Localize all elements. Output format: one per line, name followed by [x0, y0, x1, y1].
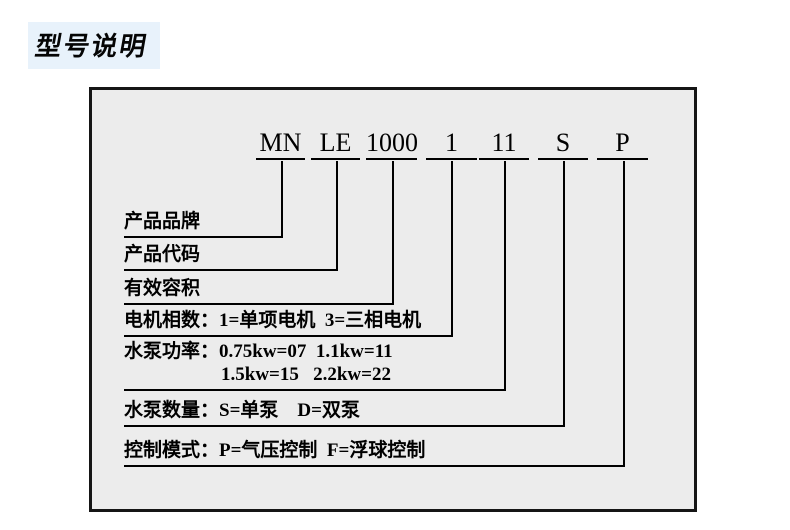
- model-segment-code: LE: [311, 127, 360, 160]
- connector-line-phase: [451, 161, 453, 337]
- label-pump-count: 水泵数量：S=单泵 D=双泵: [124, 400, 360, 421]
- model-segment-power: 11: [479, 127, 529, 160]
- connector-line-control: [623, 161, 625, 467]
- connector-line-pump-count: [563, 161, 565, 427]
- section-title-text: 型号说明: [33, 31, 151, 61]
- label-power-line2: 1.5kw=15 2.2kw=22: [221, 364, 391, 385]
- label-volume: 有效容积: [124, 278, 201, 299]
- connector-line-volume: [392, 161, 394, 305]
- model-segment-brand: MN: [256, 127, 305, 160]
- label-row-power: 水泵功率：0.75kw=07 1.1kw=11 1.5kw=15 2.2kw=2…: [124, 340, 506, 391]
- model-segment-volume: 1000: [366, 127, 418, 160]
- label-row-control: 控制模式：P=气压控制 F=浮球控制: [124, 440, 625, 467]
- label-row-code: 产品代码: [124, 244, 338, 271]
- label-row-brand: 产品品牌: [124, 211, 283, 238]
- connector-line-brand: [281, 161, 283, 238]
- model-segment-pump-count: S: [538, 127, 588, 160]
- label-row-pump-count: 水泵数量：S=单泵 D=双泵: [124, 400, 565, 427]
- model-segment-control: P: [597, 127, 648, 160]
- label-brand: 产品品牌: [124, 211, 201, 232]
- label-code: 产品代码: [124, 244, 201, 265]
- section-title: 型号说明: [28, 22, 161, 69]
- connector-line-power: [504, 161, 506, 391]
- label-phase: 电机相数：1=单项电机 3=三相电机: [124, 310, 422, 331]
- label-row-volume: 有效容积: [124, 278, 394, 305]
- label-row-phase: 电机相数：1=单项电机 3=三相电机: [124, 310, 453, 337]
- label-control: 控制模式：P=气压控制 F=浮球控制: [124, 440, 426, 461]
- label-power-line1: 水泵功率：0.75kw=07 1.1kw=11: [124, 341, 393, 362]
- connector-line-code: [336, 161, 338, 271]
- model-segment-phase: 1: [426, 127, 477, 160]
